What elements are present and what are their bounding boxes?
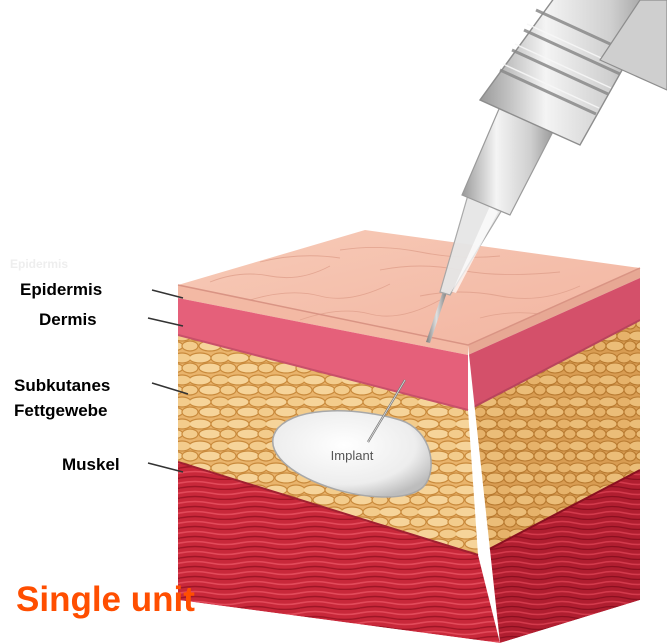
caption-title: Single unit	[16, 580, 195, 620]
faint-background-label: Epidermis	[10, 257, 68, 271]
muscle-leader	[148, 463, 183, 472]
implant-label: Implant	[331, 448, 374, 463]
dermis-leader	[148, 318, 183, 326]
label-epidermis: Epidermis	[20, 280, 102, 300]
label-subcutaneous-line2: Fettgewebe	[14, 401, 108, 421]
label-muscle: Muskel	[62, 455, 120, 475]
label-dermis: Dermis	[39, 310, 97, 330]
label-subcutaneous-line1: Subkutanes	[14, 376, 110, 396]
